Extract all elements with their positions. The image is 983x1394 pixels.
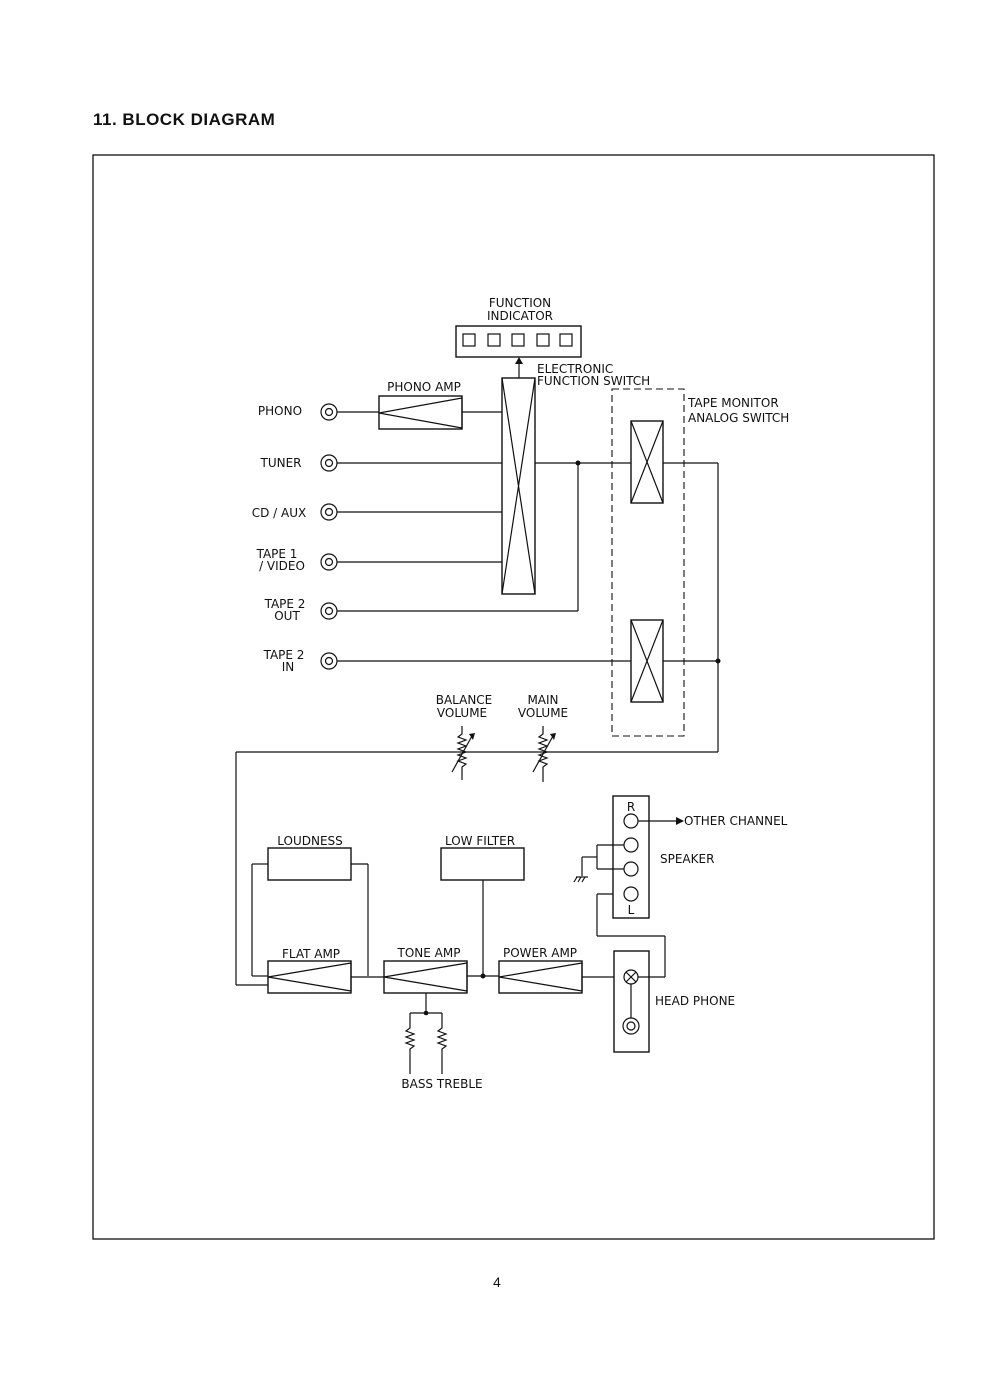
input-tape2out-label-1: TAPE 2 — [264, 597, 306, 611]
input-cd-aux-label: CD / AUX — [252, 506, 307, 520]
balance-volume-label-1: BALANCE — [436, 693, 493, 707]
loudness-block: LOUDNESS — [267, 834, 352, 881]
main-volume-label-1: MAIN — [527, 693, 558, 707]
input-tape2in-label-2: IN — [282, 660, 295, 674]
tone-amp-block: TONE AMP — [383, 946, 468, 994]
speaker-r-label: R — [627, 800, 635, 814]
loudness-label: LOUDNESS — [277, 834, 343, 848]
function-indicator: FUNCTION INDICATOR — [455, 296, 582, 358]
main-volume-label-2: VOLUME — [518, 706, 568, 720]
input-tape2out-label-2: OUT — [274, 609, 300, 623]
low-filter-label: LOW FILTER — [445, 834, 515, 848]
speaker-label: SPEAKER — [660, 852, 714, 866]
tape-monitor-switch: TAPE MONITOR ANALOG SWITCH — [611, 388, 789, 737]
power-amp-block: POWER AMP — [498, 946, 583, 994]
page-number: 4 — [493, 1274, 501, 1290]
low-filter-block: LOW FILTER — [440, 834, 525, 881]
power-amp-label: POWER AMP — [503, 946, 577, 960]
speaker-l-label: L — [628, 903, 635, 917]
tape-monitor-label-2: ANALOG SWITCH — [688, 411, 789, 425]
speaker-terminal: R L SPEAKER — [612, 795, 714, 919]
phono-amp: PHONO AMP — [378, 380, 463, 430]
flat-amp-label: FLAT AMP — [282, 947, 340, 961]
input-tuner-label: TUNER — [259, 456, 301, 470]
input-tape1-label-1: TAPE 1 — [256, 547, 298, 561]
diagram-frame — [92, 154, 935, 1240]
phono-amp-label: PHONO AMP — [387, 380, 461, 394]
bass-treble-label: BASS TREBLE — [401, 1077, 482, 1091]
main-volume: MAIN VOLUME — [518, 693, 568, 782]
head-phone-block: HEAD PHONE — [613, 950, 735, 1053]
input-phono-label: PHONO — [258, 404, 302, 418]
balance-volume-label-2: VOLUME — [437, 706, 487, 720]
flat-amp-block: FLAT AMP — [267, 947, 352, 994]
tape-monitor-label-1: TAPE MONITOR — [687, 396, 779, 410]
input-jacks — [320, 403, 338, 670]
head-phone-label: HEAD PHONE — [655, 994, 735, 1008]
function-indicator-label-1: FUNCTION — [489, 296, 551, 310]
electronic-function-switch: ELECTRONIC FUNCTION SWITCH — [501, 362, 650, 595]
ground-symbol — [573, 876, 588, 883]
balance-volume: BALANCE VOLUME — [436, 693, 493, 780]
bass-treble-controls: BASS TREBLE — [401, 993, 483, 1091]
tone-amp-label: TONE AMP — [397, 946, 461, 960]
electronic-switch-label-2: FUNCTION SWITCH — [537, 374, 650, 388]
page-heading: 11. BLOCK DIAGRAM — [93, 110, 276, 129]
input-tape2in-label-1: TAPE 2 — [263, 648, 305, 662]
input-tape1-label-2: / VIDEO — [259, 559, 305, 573]
function-indicator-label-2: INDICATOR — [487, 309, 553, 323]
electronic-switch-label-1: ELECTRONIC — [537, 362, 613, 376]
other-channel-label: OTHER CHANNEL — [684, 814, 788, 828]
